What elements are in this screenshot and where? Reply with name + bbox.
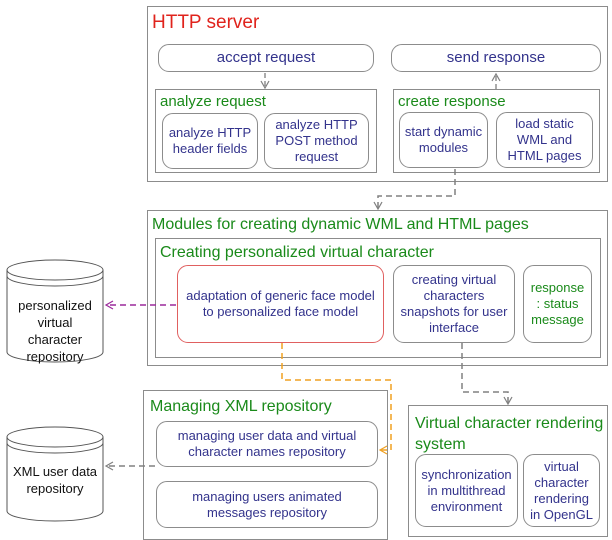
xml-user-data-label: XML user data repository (12, 464, 98, 496)
accept-request-box: accept request (158, 44, 374, 72)
analyze-post-method-box: analyze HTTP POST method request (264, 113, 369, 169)
user-data-repository-box: managing user data and virtual character… (156, 421, 378, 467)
snapshots-box: creating virtual characters snapshots fo… (393, 265, 515, 343)
xml-repository-title: Managing XML repository (150, 398, 332, 415)
send-response-box: send response (391, 44, 601, 72)
synchronization-box: synchronization in multithread environme… (415, 454, 518, 527)
modules-title: Modules for creating dynamic WML and HTM… (152, 216, 529, 233)
xml-user-data-cylinder (6, 426, 104, 522)
personalized-repository-cylinder (6, 259, 104, 363)
analyze-request-title: analyze request (160, 93, 266, 110)
response-status-box: response : status message (523, 265, 592, 343)
arrow-snapshots-to-rendering (461, 343, 513, 406)
arrow-dynamic-to-modules (373, 169, 456, 211)
arrow-adaptation-to-xml (281, 343, 392, 455)
start-dynamic-modules-box: start dynamic modules (399, 112, 488, 168)
animated-messages-box: managing users animated messages reposit… (156, 481, 378, 528)
analyze-header-fields-box: analyze HTTP header fields (162, 113, 258, 169)
opengl-rendering-box: virtual character rendering in OpenGL (523, 454, 600, 527)
personalized-character-title: Creating personalized virtual character (160, 244, 434, 261)
personalized-repository-label: personalized virtual character repositor… (18, 298, 92, 364)
http-server-title: HTTP server (152, 12, 260, 33)
create-response-title: create response (398, 93, 506, 110)
adaptation-box: adaptation of generic face model to pers… (177, 265, 384, 343)
load-static-pages-box: load static WML and HTML pages (496, 112, 593, 168)
rendering-system-title: Virtual character rendering system (415, 415, 604, 453)
